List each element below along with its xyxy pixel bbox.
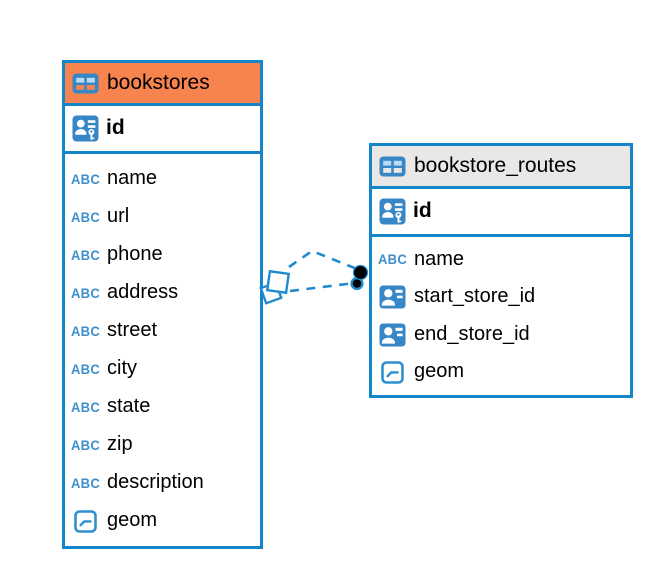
column-name: url	[107, 205, 130, 227]
text-type-icon: ABC	[70, 437, 101, 453]
relationship-circle-connector[interactable]	[350, 264, 369, 291]
table-icon	[72, 73, 99, 94]
column-name: state	[107, 395, 151, 417]
text-type-icon: ABC	[70, 209, 101, 225]
column-row[interactable]: ABC city	[65, 350, 260, 388]
column-name: start_store_id	[414, 285, 536, 308]
geometry-type-icon	[72, 509, 99, 533]
text-type-icon: ABC	[70, 285, 101, 301]
table-title: bookstores	[107, 70, 210, 94]
text-type-icon: ABC	[70, 361, 101, 377]
column-name: id	[106, 116, 125, 139]
column-name: address	[107, 281, 179, 303]
text-type-icon: ABC	[70, 247, 101, 263]
relationship-diamond-connector[interactable]	[259, 269, 291, 305]
column-list: ABC name ABC url ABC phone ABC address A…	[65, 154, 260, 546]
column-name: phone	[107, 243, 163, 265]
table-bookstore-routes[interactable]: bookstore_routes id ABC	[369, 143, 633, 398]
geometry-type-icon	[379, 360, 406, 384]
text-type-icon: ABC	[70, 399, 101, 415]
table-header-bookstores[interactable]: bookstores	[65, 63, 260, 106]
relationship-line-arc[interactable]	[288, 249, 358, 271]
column-row-pk[interactable]: id	[65, 106, 260, 154]
column-name: name	[414, 247, 465, 270]
column-row[interactable]: ABC street	[65, 312, 260, 350]
column-row[interactable]: ABC name	[65, 160, 260, 198]
column-row[interactable]: ABC url	[65, 198, 260, 236]
primary-key-icon	[72, 115, 99, 142]
table-title: bookstore_routes	[414, 153, 577, 177]
column-name: id	[413, 199, 432, 222]
column-row[interactable]: ABC phone	[65, 236, 260, 274]
column-row[interactable]: ABC name	[372, 241, 630, 279]
column-row[interactable]: ABC zip	[65, 426, 260, 464]
column-row-pk[interactable]: id	[372, 189, 630, 237]
column-row[interactable]: start_store_id	[372, 279, 630, 317]
table-bookstores[interactable]: bookstores id ABC	[62, 60, 263, 549]
text-type-icon: ABC	[377, 251, 408, 268]
column-name: end_store_id	[414, 322, 530, 345]
column-row[interactable]: ABC description	[65, 464, 260, 502]
column-name: geom	[107, 509, 158, 531]
table-header-bookstore-routes[interactable]: bookstore_routes	[372, 146, 630, 189]
column-row[interactable]: geom	[65, 502, 260, 540]
text-type-icon: ABC	[70, 171, 101, 187]
column-name: description	[107, 471, 204, 493]
column-name: city	[107, 357, 137, 379]
column-row[interactable]: ABC state	[65, 388, 260, 426]
table-icon	[379, 156, 406, 177]
column-row[interactable]: end_store_id	[372, 316, 630, 354]
column-name: street	[107, 319, 158, 341]
column-row[interactable]: geom	[372, 354, 630, 392]
relationship-line-straight[interactable]	[289, 281, 356, 293]
column-row[interactable]: ABC address	[65, 274, 260, 312]
foreign-key-icon	[379, 323, 406, 347]
column-list: ABC name start_store_id	[372, 237, 630, 395]
text-type-icon: ABC	[70, 475, 101, 491]
primary-key-icon	[379, 198, 406, 225]
column-name: geom	[414, 360, 465, 383]
text-type-icon: ABC	[70, 323, 101, 339]
column-name: name	[107, 167, 158, 189]
column-name: zip	[107, 433, 133, 455]
foreign-key-icon	[379, 285, 406, 309]
